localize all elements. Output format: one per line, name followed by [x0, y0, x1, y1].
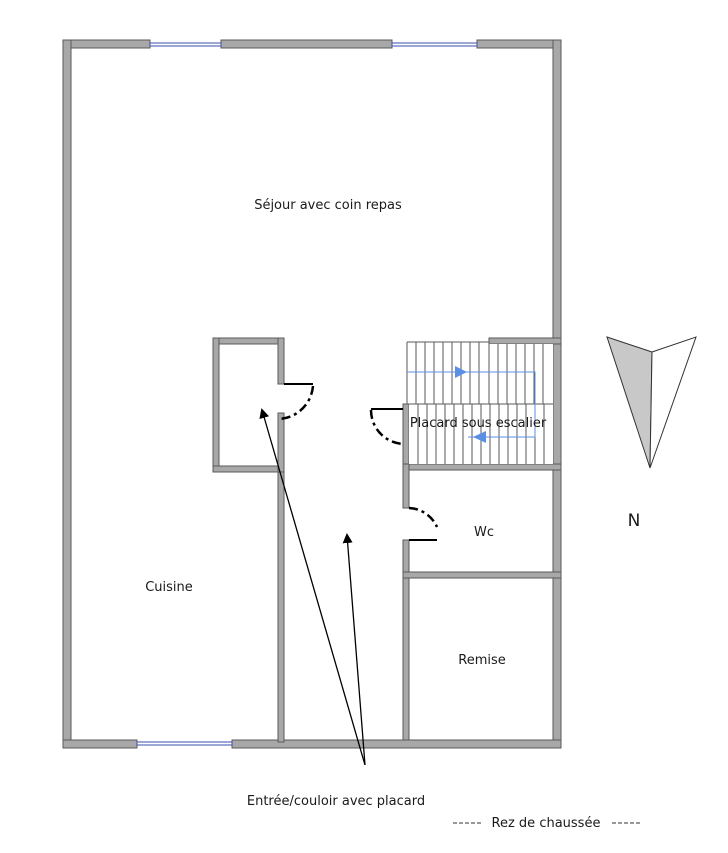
room-label-cuisine: Cuisine — [145, 580, 193, 595]
windows — [136, 42, 478, 746]
door-couloir-stair — [369, 408, 404, 446]
door-wc — [408, 506, 439, 541]
window-top-right — [391, 42, 478, 47]
north-label: N — [628, 511, 641, 531]
staircase — [406, 341, 553, 464]
entry-label: Entrée/couloir avec placard — [247, 794, 425, 809]
window-top-left — [149, 42, 222, 47]
stair-arrow-down-icon — [473, 431, 486, 443]
compass-icon — [606, 336, 697, 469]
doors — [278, 383, 439, 541]
window-bottom — [136, 741, 233, 746]
floor-caption: Rez de chaussée — [453, 816, 640, 831]
stair-direction-path — [407, 371, 536, 438]
door-cupboard — [278, 383, 315, 421]
room-label-remise: Remise — [458, 653, 506, 668]
stair-arrow-up-icon — [455, 366, 467, 378]
exterior-walls — [62, 39, 562, 749]
room-label-placard-escalier: Placard sous escalier — [410, 416, 547, 431]
floor-label: Rez de chaussée — [492, 816, 601, 831]
room-label-sejour: Séjour avec coin repas — [254, 198, 402, 213]
entry-arrows — [259, 408, 366, 766]
stair-treads-upper — [415, 342, 544, 404]
room-label-wc: Wc — [474, 525, 494, 540]
interior-walls — [212, 337, 562, 743]
